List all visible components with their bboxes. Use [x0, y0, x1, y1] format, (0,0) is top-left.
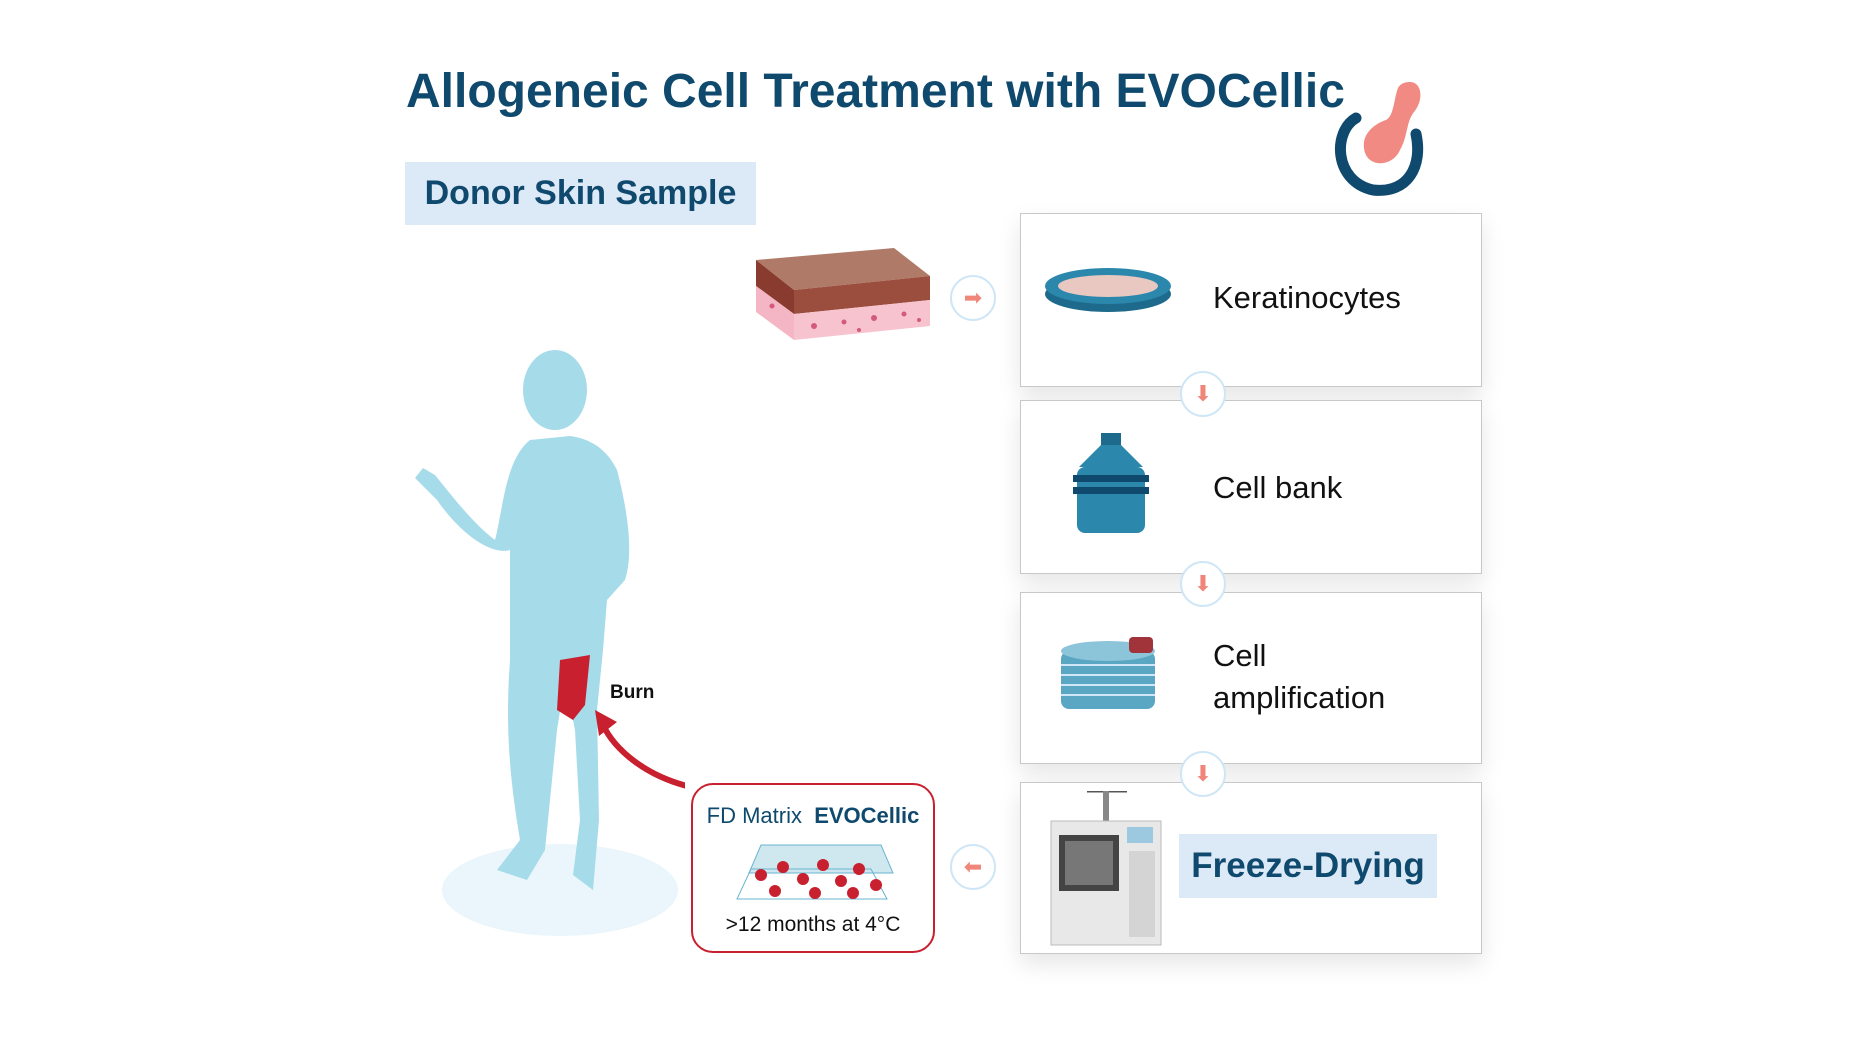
step-card-cell-amplification: Cell amplification	[1020, 592, 1482, 764]
evocellic-logo	[1334, 82, 1424, 196]
arrow-down-icon: ⬇	[1180, 371, 1226, 417]
cryo-tank-icon	[1073, 433, 1149, 533]
keratinocytes-label: Keratinocytes	[1213, 280, 1401, 315]
arrow-down-icon: ⬇	[1180, 561, 1226, 607]
cell-bank-label: Cell bank	[1213, 470, 1343, 505]
arrow-down-icon: ⬇	[1180, 751, 1226, 797]
step-card-keratinocytes: Keratinocytes	[1020, 213, 1482, 387]
step-card-freeze-drying: Freeze-Drying	[1020, 782, 1482, 954]
fd-matrix-title: FD Matrix EVOCellic	[693, 803, 933, 829]
storage-duration: >12 months at 4°C	[725, 913, 901, 936]
burn-label: Burn	[610, 682, 655, 703]
cell-amplification-label-line1: Cell	[1213, 638, 1267, 673]
freeze-dryer-icon	[1050, 791, 1162, 946]
arrow-left-icon: ⬅	[950, 844, 996, 890]
freeze-drying-label: Freeze-Drying	[1179, 834, 1437, 898]
step-card-cell-bank: Cell bank	[1020, 400, 1482, 574]
petri-dish-icon	[1045, 268, 1171, 312]
patient-figure	[415, 350, 685, 936]
cell-factory-icon	[1061, 637, 1155, 709]
fd-matrix-brand: EVOCellic	[814, 803, 920, 828]
arrow-right-icon: ➡	[950, 275, 996, 321]
skin-sample-icon	[756, 248, 930, 340]
cell-amplification-label-line2: amplification	[1213, 680, 1386, 715]
fd-matrix-box: FD Matrix EVOCellic >12 months at 4°C	[691, 783, 935, 953]
donor-skin-sample-label: Donor Skin Sample	[405, 162, 756, 225]
page-title: Allogeneic Cell Treatment with EVOCellic	[406, 65, 1345, 118]
matrix-scaffold-icon	[736, 844, 894, 900]
fd-matrix-prefix: FD Matrix	[706, 803, 802, 828]
